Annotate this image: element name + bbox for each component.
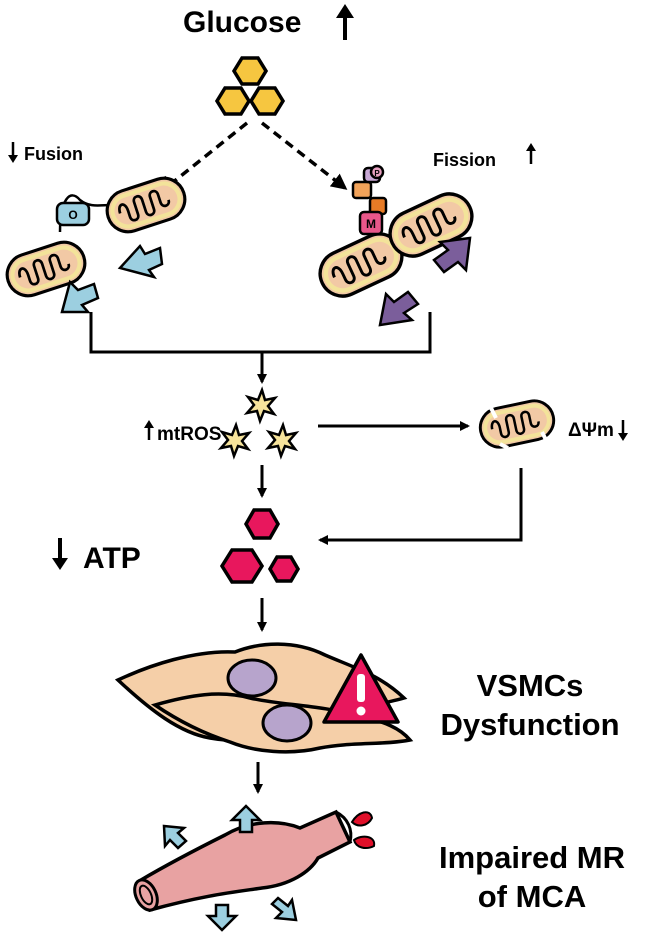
- hexagon-icon: [214, 86, 252, 116]
- hexagon-icon: [248, 86, 286, 116]
- fusion-arrow-icon: [60, 243, 164, 314]
- expansion-arrow-icon: [162, 804, 298, 932]
- hexagon-icon: [219, 548, 265, 584]
- drp1-complex: M P: [351, 164, 388, 236]
- down-arrow-icon: [8, 142, 18, 163]
- hexagon-icon: [243, 508, 281, 540]
- star-icon: [264, 421, 300, 460]
- mr-label-line2: of MCA: [478, 879, 586, 914]
- up-arrow-icon: [526, 143, 536, 164]
- membrane-potential-label: ΔΨm: [568, 420, 614, 441]
- nucleus: [261, 703, 313, 743]
- mca-vessel: [133, 809, 353, 913]
- atp-label: ATP: [83, 542, 141, 575]
- vsmc-label-line2: Dysfunction: [440, 707, 619, 742]
- glucose-label: Glucose: [183, 6, 301, 39]
- membrane-to-atp-arrow: [318, 468, 523, 545]
- vsmc-label-line1: VSMCs: [477, 668, 584, 703]
- up-arrow-icon: [336, 4, 354, 40]
- fission-label: Fission: [433, 150, 496, 170]
- drp1-protein-label: P: [374, 169, 380, 178]
- atp-molecules: [219, 508, 301, 584]
- ros-stars: [217, 386, 300, 460]
- fusion-mitochondrion-right: [102, 173, 190, 237]
- star-icon: [243, 386, 279, 425]
- fusion-label: Fusion: [24, 144, 83, 164]
- hexagon-icon: [231, 56, 269, 86]
- fission-arrow-icon: [378, 236, 472, 327]
- merge-bracket: [89, 312, 432, 384]
- bleeding-icon: [350, 811, 376, 849]
- mr-label-line1: Impaired MR: [439, 840, 625, 875]
- opa1-protein-label: O: [68, 208, 77, 222]
- glucose-promote-fission-arrow: [260, 121, 348, 190]
- mff-protein-label: M: [366, 217, 376, 231]
- nucleus: [226, 658, 278, 698]
- mtros-label: mtROS: [157, 424, 221, 445]
- warning-icon: [322, 653, 400, 724]
- down-arrow-icon: [618, 420, 628, 441]
- depolarized-mitochondrion: [474, 395, 560, 453]
- star-icon: [217, 421, 253, 460]
- vsmc-cells: [114, 642, 414, 754]
- hexagon-icon: [267, 555, 301, 583]
- glucose-molecules: [214, 56, 286, 116]
- opa1-protein: O: [55, 201, 91, 227]
- up-arrow-icon: [144, 420, 154, 440]
- down-arrow-icon: [52, 538, 68, 570]
